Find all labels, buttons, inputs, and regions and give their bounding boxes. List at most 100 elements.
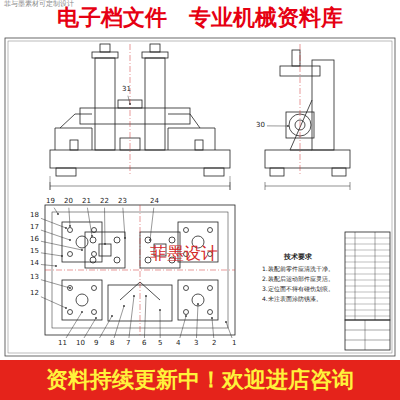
callout-number: 18 [30, 212, 39, 220]
table-row [345, 250, 390, 251]
leader-line [144, 296, 146, 338]
leader-dot [211, 317, 213, 319]
hole [184, 228, 189, 233]
hole [68, 228, 73, 233]
leader-dot [185, 315, 187, 317]
callout-number: 24 [150, 198, 159, 206]
table-row [345, 238, 390, 239]
hole [92, 310, 97, 315]
side-view [265, 44, 350, 190]
leader-line [150, 208, 154, 240]
banner-slogan: 资料持续更新中！欢迎进店咨询 [46, 368, 354, 392]
callout-number: 20 [64, 198, 73, 206]
callout-number: 11 [58, 340, 67, 348]
leader-line [69, 208, 70, 226]
callout-number: 7 [126, 340, 130, 348]
leader-line [123, 208, 125, 238]
callout-number: 5 [158, 340, 162, 348]
leader-dot [57, 213, 59, 215]
hole [92, 228, 97, 233]
leader-line [100, 316, 112, 338]
hole [68, 310, 73, 315]
hole [76, 294, 88, 306]
bolt-hole [114, 257, 120, 263]
bolt-hole [114, 237, 120, 243]
leader-line [41, 241, 82, 250]
callout-number: 13 [30, 274, 39, 282]
leader-line [196, 304, 198, 338]
callout-number: 3 [194, 340, 198, 348]
bolt-hole [169, 237, 175, 243]
table-row [345, 292, 390, 293]
bolt-hole [90, 237, 96, 243]
table-row [345, 274, 390, 275]
leader-line [129, 296, 134, 338]
leader-line [180, 316, 186, 338]
leader-line [267, 125, 288, 126]
leader-line [226, 322, 232, 338]
hole [68, 286, 73, 291]
callout-number: 2 [212, 340, 216, 348]
table-row [345, 310, 390, 311]
hole [184, 310, 189, 315]
leader-dot [65, 307, 67, 309]
leader-line [104, 208, 105, 244]
notes-heading: 技术要求 [284, 254, 312, 262]
leader-line [84, 318, 96, 338]
leader-dot [81, 249, 83, 251]
callout-number: 14 [30, 260, 39, 268]
leader-line [128, 96, 130, 104]
callout-number: 21 [82, 198, 91, 206]
leader-dot [65, 227, 67, 229]
leader-line [41, 280, 70, 288]
hole [208, 228, 213, 233]
front-view [50, 44, 230, 190]
leader-dot [81, 311, 83, 313]
table-row [345, 298, 390, 299]
leader-line [160, 310, 161, 338]
table-row [345, 304, 390, 305]
table-row [345, 256, 390, 257]
bottom-banner [0, 360, 400, 400]
bolt-hole [90, 257, 96, 263]
leader-dot [61, 255, 63, 257]
leader-dot [129, 103, 131, 105]
leader-dot [104, 243, 106, 245]
banner-title: 电子档文件 专业机械资料库 [57, 6, 343, 30]
watermark: 菲墨设计 [150, 244, 218, 263]
leader-line [212, 318, 214, 338]
callout-number: 31 [122, 86, 131, 94]
callout-number: 6 [142, 340, 146, 348]
inner-frame [8, 41, 392, 353]
leader-dot [159, 309, 161, 311]
parts-list [345, 232, 390, 350]
table-row [345, 268, 390, 269]
leader-dot [225, 321, 227, 323]
callout-number: 30 [256, 122, 265, 130]
plan-view [45, 205, 235, 335]
leader-dot [95, 317, 97, 319]
watermark-small: 菲与墨素材可定制设计 [4, 1, 74, 9]
leader-dot [69, 225, 71, 227]
hole [208, 310, 213, 315]
callout-number: 12 [30, 290, 39, 298]
note-line: 1.装配前零件应清洗干净。 [262, 266, 334, 273]
hole [184, 286, 189, 291]
leader-line [41, 264, 56, 266]
leader-dot [133, 295, 135, 297]
hole [208, 286, 213, 291]
callout-number: 19 [46, 198, 55, 206]
hole [92, 252, 97, 257]
leader-dot [69, 287, 71, 289]
leader-dot [145, 295, 147, 297]
leader-dot [69, 239, 71, 241]
note-line: 2.装配后运动部件应灵活。 [262, 276, 334, 283]
leader-dot [124, 237, 126, 239]
callout-number: 23 [118, 198, 127, 206]
hole [192, 294, 204, 306]
leader-line [41, 230, 70, 240]
leader-line [41, 297, 66, 308]
table-row [345, 262, 390, 263]
note-line: 4.未注表面涂防锈漆。 [262, 296, 322, 303]
